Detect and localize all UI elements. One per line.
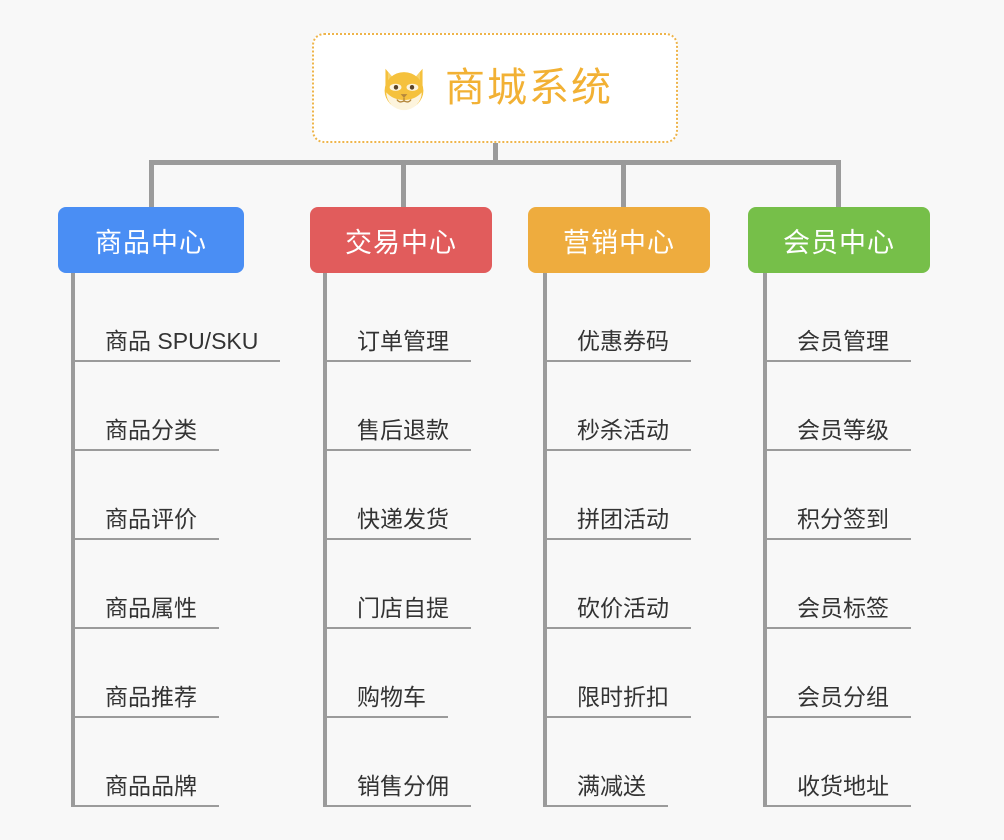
category-drop-connector-3 [621, 160, 626, 208]
leaf-label: 积分签到 [763, 506, 911, 540]
leaf-item[interactable]: 快递发货 [323, 451, 471, 540]
leaf-item[interactable]: 商品属性 [71, 540, 280, 629]
branch-stem [763, 273, 767, 807]
category-label: 商品中心 [95, 227, 207, 258]
leaf-item[interactable]: 砍价活动 [543, 540, 691, 629]
leaf-item[interactable]: 订单管理 [323, 273, 471, 362]
leaf-list: 订单管理售后退款快递发货门店自提购物车销售分佣 [323, 273, 471, 807]
leaf-list: 优惠券码秒杀活动拼团活动砍价活动限时折扣满减送 [543, 273, 691, 807]
leaf-label: 会员分组 [763, 684, 911, 718]
category-label: 营销中心 [563, 227, 675, 258]
leaf-item[interactable]: 优惠券码 [543, 273, 691, 362]
branch-stem [71, 273, 75, 807]
leaf-item[interactable]: 商品分类 [71, 362, 280, 451]
leaf-item[interactable]: 会员管理 [763, 273, 911, 362]
leaf-item[interactable]: 会员分组 [763, 629, 911, 718]
leaf-label: 会员等级 [763, 417, 911, 451]
leaf-label: 秒杀活动 [543, 417, 691, 451]
leaf-label: 快递发货 [323, 506, 471, 540]
category-box-4[interactable]: 会员中心 [748, 207, 930, 273]
leaf-list: 商品 SPU/SKU 商品分类商品评价商品属性商品推荐商品品牌 [71, 273, 281, 807]
leaf-item[interactable]: 销售分佣 [323, 718, 471, 807]
leaf-item[interactable]: 商品品牌 [71, 718, 280, 807]
category-box-3[interactable]: 营销中心 [528, 207, 710, 273]
category-label: 会员中心 [783, 227, 895, 258]
leaf-item[interactable]: 限时折扣 [543, 629, 691, 718]
leaf-item[interactable]: 会员等级 [763, 362, 911, 451]
leaf-item[interactable]: 会员标签 [763, 540, 911, 629]
leaf-label: 门店自提 [323, 595, 471, 629]
leaf-label: 砍价活动 [543, 595, 691, 629]
leaf-label: 限时折扣 [543, 684, 691, 718]
leaf-label: 商品评价 [71, 506, 219, 540]
leaf-item[interactable]: 购物车 [323, 629, 471, 718]
category-box-2[interactable]: 交易中心 [310, 207, 492, 273]
leaf-label: 售后退款 [323, 417, 471, 451]
category-box-1[interactable]: 商品中心 [58, 207, 244, 273]
leaf-label: 优惠券码 [543, 328, 691, 362]
leaf-item[interactable]: 商品推荐 [71, 629, 280, 718]
leaf-list: 会员管理会员等级积分签到会员标签会员分组收货地址 [763, 273, 911, 807]
category-drop-connector-1 [149, 160, 154, 208]
root-title: 商城系统 [445, 66, 613, 110]
leaf-label: 收货地址 [763, 773, 911, 807]
leaf-item[interactable]: 门店自提 [323, 540, 471, 629]
trunk-horizontal-connector [150, 160, 841, 165]
leaf-item[interactable]: 商品评价 [71, 451, 280, 540]
branch-stem [543, 273, 547, 807]
leaf-label: 会员标签 [763, 595, 911, 629]
leaf-item[interactable]: 积分签到 [763, 451, 911, 540]
leaf-label: 商品品牌 [71, 773, 219, 807]
category-drop-connector-2 [401, 160, 406, 208]
leaf-label: 销售分佣 [323, 773, 471, 807]
leaf-label: 商品推荐 [71, 684, 219, 718]
category-label: 交易中心 [345, 227, 457, 258]
leaf-label: 商品 SPU/SKU [71, 328, 281, 362]
root-node[interactable]: 商城系统 [312, 33, 678, 143]
leaf-item[interactable]: 秒杀活动 [543, 362, 691, 451]
dog-face-icon [377, 62, 431, 116]
category-drop-connector-4 [836, 160, 841, 208]
branch-stem [323, 273, 327, 807]
leaf-item[interactable]: 收货地址 [763, 718, 911, 807]
leaf-item[interactable]: 满减送 [543, 718, 691, 807]
leaf-label: 订单管理 [323, 328, 471, 362]
leaf-label: 购物车 [323, 684, 448, 718]
leaf-label: 会员管理 [763, 328, 911, 362]
leaf-item[interactable]: 商品 SPU/SKU [71, 273, 281, 362]
leaf-item[interactable]: 售后退款 [323, 362, 471, 451]
leaf-label: 满减送 [543, 773, 668, 807]
leaf-label: 商品属性 [71, 595, 219, 629]
leaf-label: 商品分类 [71, 417, 219, 451]
leaf-item[interactable]: 拼团活动 [543, 451, 691, 540]
trunk-vertical-connector [493, 143, 498, 165]
leaf-label: 拼团活动 [543, 506, 691, 540]
